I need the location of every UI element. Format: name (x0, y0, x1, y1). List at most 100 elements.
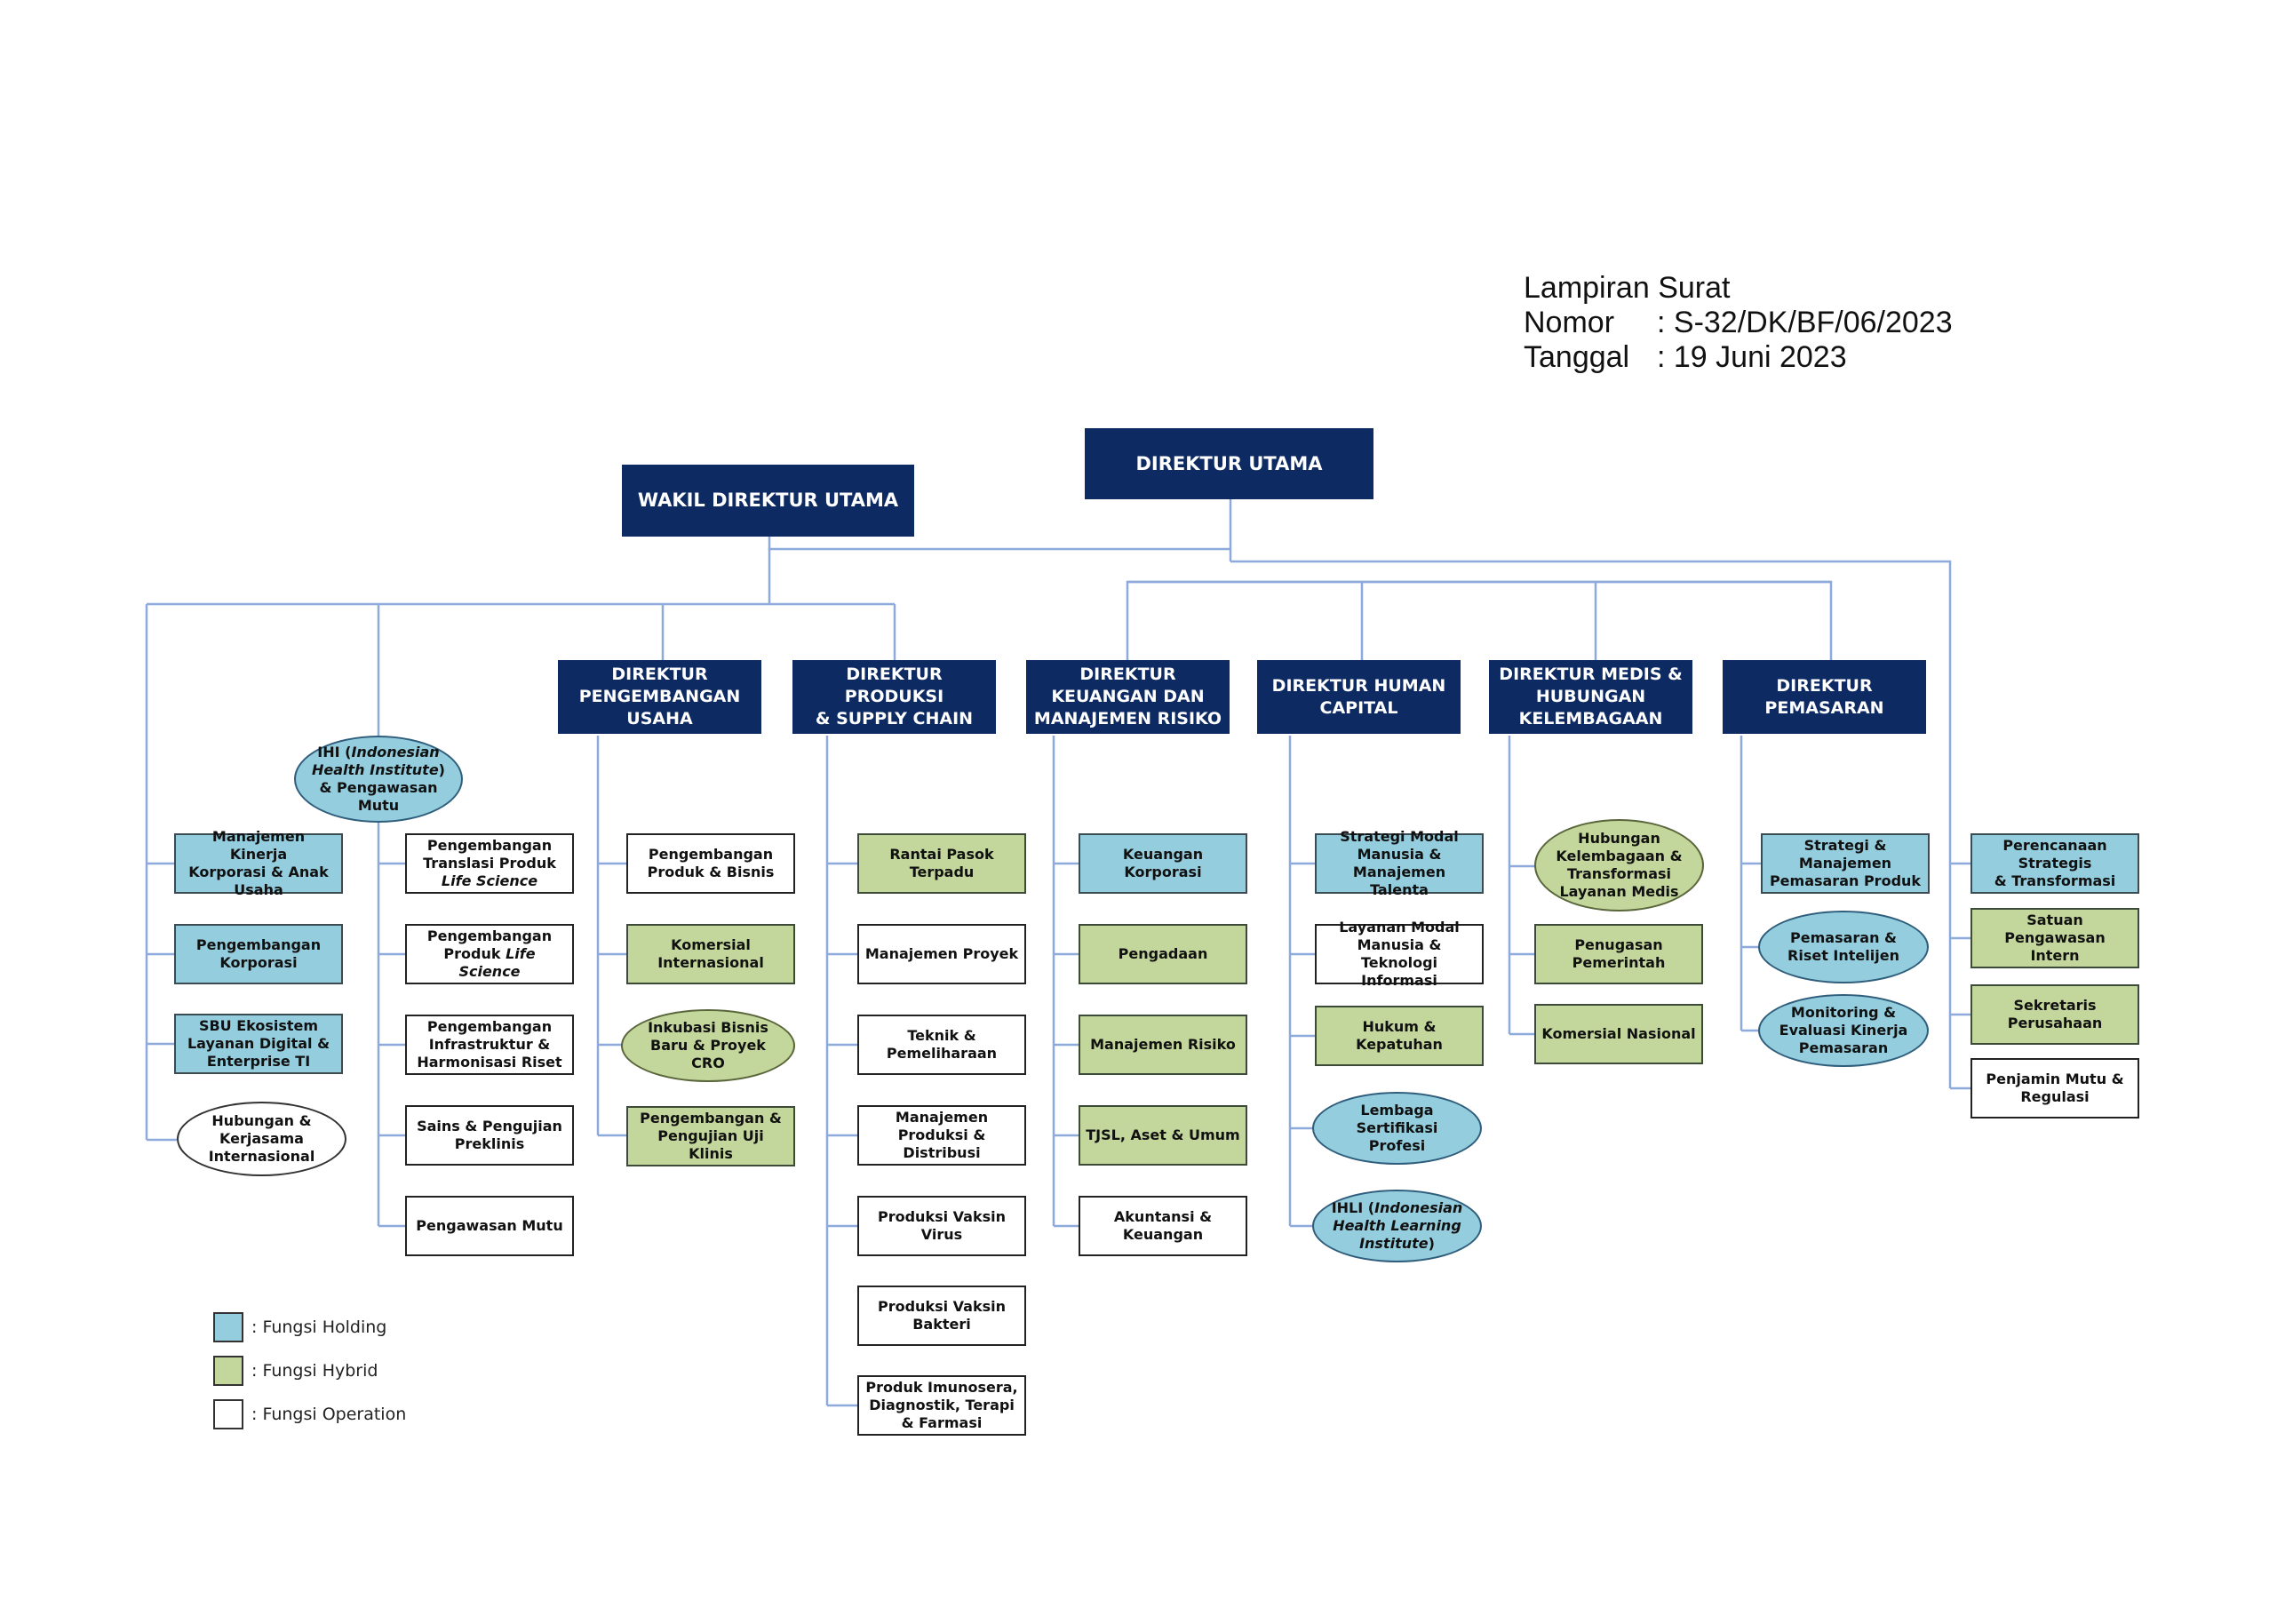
node-label: Perencanaan Strategis& Transformasi (1994, 837, 2116, 889)
node-rantai-pasok-terpadu: Rantai Pasok Terpadu (857, 833, 1026, 894)
node-komersial-nasional: Komersial Nasional (1534, 1004, 1703, 1064)
node-label: DIREKTUR PRODUKSI& SUPPLY CHAIN (815, 665, 974, 728)
node-tjsl-aset-umum: TJSL, Aset & Umum (1079, 1105, 1247, 1166)
legend-swatch-hybrid (213, 1356, 243, 1386)
legend-swatch-operation (213, 1399, 243, 1429)
connector (768, 547, 1230, 551)
node-label: Penjamin Mutu &Regulasi (1986, 1071, 2124, 1105)
node-akuntansi-keuangan: Akuntansi &Keuangan (1079, 1196, 1247, 1256)
node-label: Hukum & Kepatuhan (1356, 1018, 1443, 1053)
tanggal-value: : 19 Juni 2023 (1657, 340, 1847, 374)
node-penjamin-mutu-regulasi: Penjamin Mutu &Regulasi (1971, 1058, 2139, 1118)
node-label: Teknik &Pemeliharaan (886, 1027, 998, 1062)
node-direktur-utama: DIREKTUR UTAMA (1085, 428, 1373, 499)
node-pengembangan-pengujian-uji-klinis: Pengembangan &Pengujian Uji Klinis (626, 1106, 795, 1166)
node-hukum-kepatuhan: Hukum & Kepatuhan (1315, 1006, 1484, 1066)
node-produk-imunosera: Produk Imunosera,Diagnostik, Terapi& Far… (857, 1375, 1026, 1436)
node-direktur-produksi-supply-chain: DIREKTUR PRODUKSI& SUPPLY CHAIN (792, 660, 996, 734)
node-label: Pengembangan &Pengujian Uji Klinis (640, 1110, 782, 1162)
connector (1230, 560, 1952, 1088)
nomor-value: : S-32/DK/BF/06/2023 (1657, 306, 1953, 339)
node-label: Pengadaan (1118, 945, 1208, 962)
nomor-label: Nomor (1524, 306, 1615, 339)
legend-label-holding: : Fungsi Holding (251, 1318, 387, 1337)
node-pengawasan-mutu: Pengawasan Mutu (405, 1196, 574, 1256)
node-pengadaan: Pengadaan (1079, 924, 1247, 984)
node-label: Pengawasan Mutu (416, 1217, 563, 1234)
node-label: TJSL, Aset & Umum (1086, 1126, 1240, 1143)
legend-label-operation: : Fungsi Operation (251, 1405, 407, 1424)
connector (1126, 580, 1230, 662)
legend-label-hybrid: : Fungsi Hybrid (251, 1361, 378, 1381)
tanggal-label: Tanggal (1524, 340, 1630, 374)
node-label: Pemasaran &Riset Intelijen (1787, 929, 1899, 964)
node-label: Rantai Pasok Terpadu (889, 846, 994, 880)
node-teknik-pemeliharaan: Teknik &Pemeliharaan (857, 1015, 1026, 1075)
node-wakil-direktur-utama: WAKIL DIREKTUR UTAMA (622, 465, 914, 537)
node-sekretaris-perusahaan: Sekretaris Perusahaan (1971, 984, 2139, 1045)
node-label: Manajemen Proyek (864, 945, 1019, 962)
node-pemasaran-riset-intelijen: Pemasaran &Riset Intelijen (1758, 911, 1929, 983)
node-label: Sekretaris Perusahaan (2007, 997, 2103, 1031)
node-label: Komersial Nasional (1541, 1025, 1696, 1042)
node-manajemen-proyek: Manajemen Proyek (857, 924, 1026, 984)
node-perencanaan-strategis: Perencanaan Strategis& Transformasi (1971, 833, 2139, 894)
node-manajemen-risiko: Manajemen Risiko (1079, 1015, 1247, 1075)
attachment-title: Lampiran Surat (1524, 271, 1731, 305)
connector (1230, 580, 1833, 662)
node-label: Akuntansi &Keuangan (1113, 1208, 1213, 1243)
node-label: DIREKTUR UTAMA (1135, 452, 1323, 474)
node-label: WAKIL DIREKTUR UTAMA (637, 490, 899, 511)
